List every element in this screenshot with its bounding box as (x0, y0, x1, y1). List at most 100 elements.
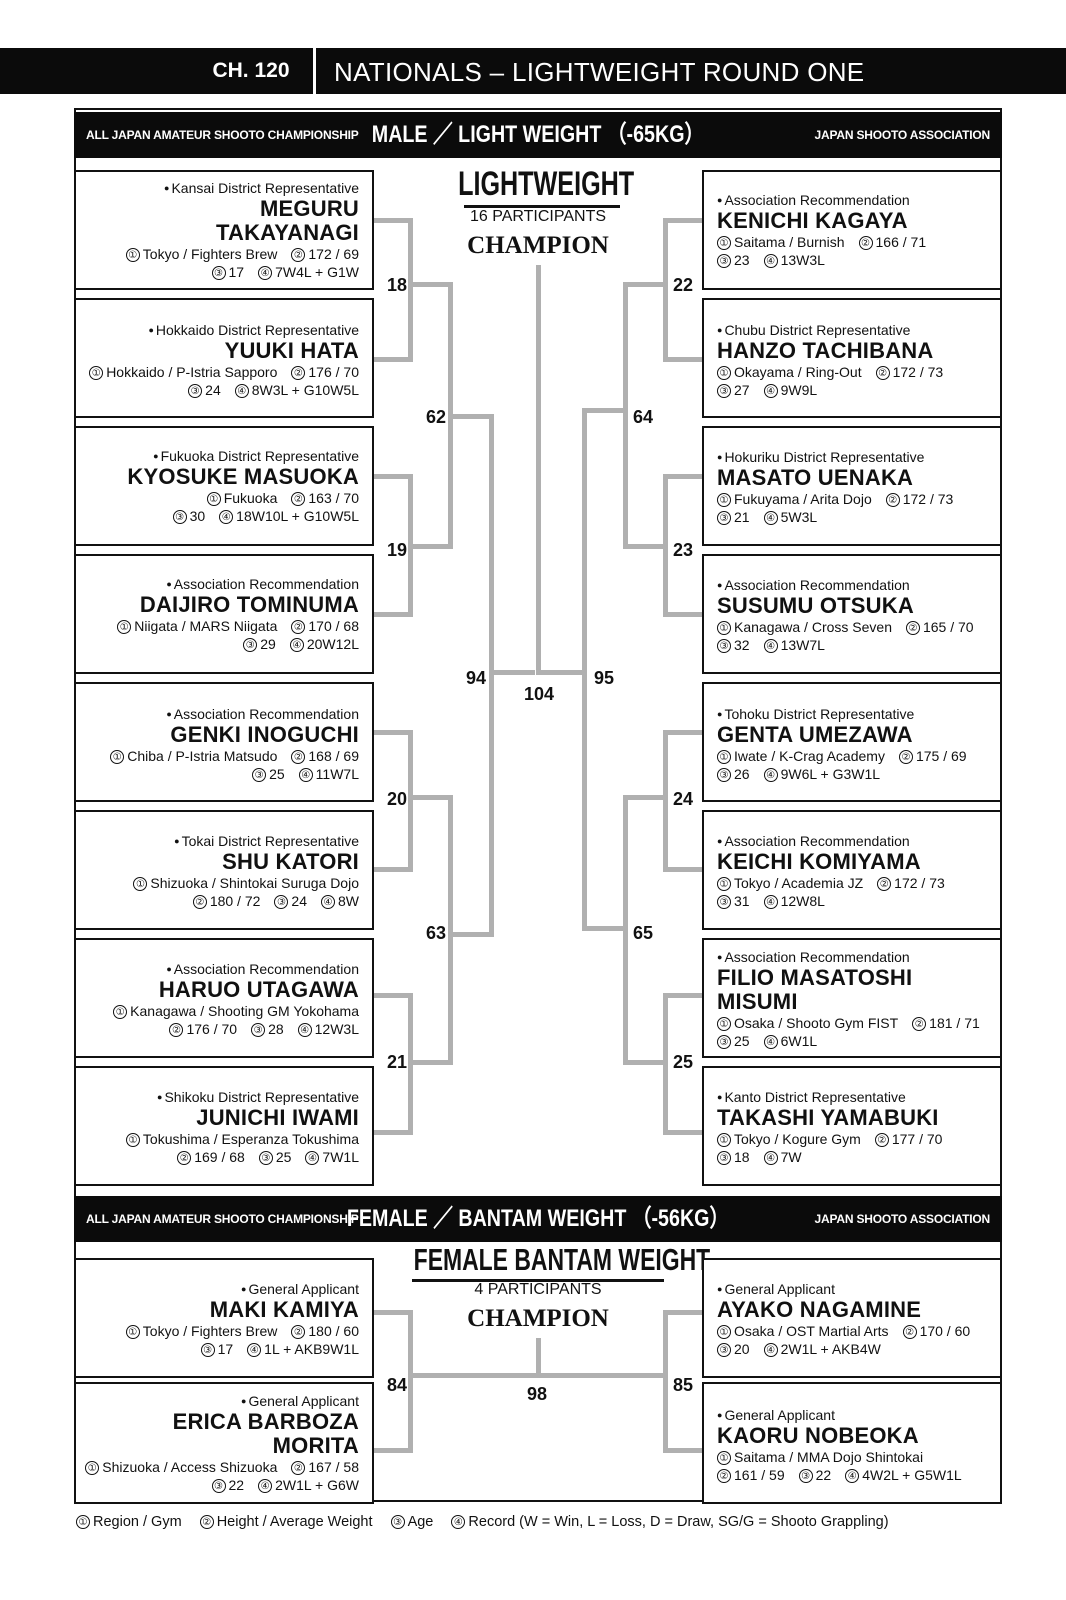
fighter-record: 7W1L (322, 1149, 359, 1165)
marker-3: ③ (251, 1023, 266, 1037)
marker-1: ① (717, 1017, 731, 1031)
marker-1: ① (717, 236, 731, 250)
marker-1: ① (717, 366, 731, 380)
marker-1: ① (110, 750, 125, 764)
fighter-age: 24 (291, 893, 307, 909)
fighter-height-weight: 180 / 60 (308, 1323, 359, 1339)
fighter-height-weight: 163 / 70 (308, 490, 359, 506)
fighter-record: 12W8L (780, 893, 825, 909)
fighter-height-weight: 165 / 70 (922, 619, 974, 635)
fighter-card: Hokkaido District Representative YUUKI H… (74, 298, 374, 418)
fighter-name-line2: TAKAYANAGI (216, 220, 359, 245)
male-participants: 16 PARTICIPANTS (469, 208, 607, 225)
fighter-record: 1L + AKB9W1L (264, 1341, 359, 1357)
marker-3: ③ (717, 511, 731, 525)
fighter-age: 20 (734, 1341, 750, 1357)
fighter-name: SHU KATORI (222, 849, 359, 874)
fighter-rep: Association Recommendation (76, 960, 359, 978)
marker-3: ③ (243, 638, 258, 652)
fighter-gym: Kanagawa / Shooting GM Yokohama (130, 1003, 359, 1019)
marker-4: ④ (305, 1151, 320, 1165)
fighter-card: Shikoku District Representative JUNICHI … (74, 1066, 374, 1186)
marker-4: ④ (763, 1151, 778, 1165)
bracket-line (623, 282, 668, 287)
marker-3: ③ (252, 768, 267, 782)
marker-2: ② (898, 750, 913, 764)
fighter-rep: Chubu District Representative (717, 321, 1000, 339)
marker-2: ② (192, 895, 207, 909)
marker-1: ① (717, 1133, 731, 1147)
fighter-age: 17 (228, 264, 245, 280)
legend-record: Record (W = Win, L = Loss, D = Draw, SG/… (468, 1514, 889, 1530)
marker-2: ② (199, 1515, 214, 1529)
fighter-rep: Hokkaido District Representative (76, 321, 359, 339)
fighter-card: Association Recommendation HARUO UTAGAWA… (74, 938, 374, 1058)
male-bracket-title: LIGHTWEIGHT (458, 165, 635, 203)
female-left-label: ALL JAPAN AMATEUR SHOOTO CHAMPIONSHIP (86, 1212, 359, 1226)
marker-4: ④ (234, 384, 249, 398)
marker-3: ③ (717, 1035, 731, 1049)
bracket-line (408, 1310, 413, 1453)
marker-2: ② (717, 1469, 731, 1483)
fighter-rep: General Applicant (76, 1280, 359, 1298)
bout-number: 22 (672, 275, 694, 295)
marker-4: ④ (321, 895, 335, 909)
fighter-card: Association Recommendation GENKI INOGUCH… (74, 682, 374, 802)
bout-number: 23 (672, 540, 694, 560)
male-title-underline (464, 205, 620, 208)
marker-2: ② (291, 492, 306, 506)
marker-2: ② (177, 1151, 192, 1165)
fighter-name: GENKI INOGUCHI (170, 722, 359, 747)
bracket-line (408, 795, 453, 800)
fighter-age: 32 (734, 637, 750, 653)
fighter-rep: General Applicant (717, 1406, 1000, 1424)
male-left-label: ALL JAPAN AMATEUR SHOOTO CHAMPIONSHIP (86, 128, 359, 142)
fighter-name: KEICHI KOMIYAMA (717, 849, 921, 874)
fighter-name: YUUKI HATA (224, 338, 359, 363)
marker-1: ① (717, 493, 731, 507)
bracket-line (623, 544, 668, 549)
fighter-rep: General Applicant (76, 1392, 359, 1410)
fighter-height-weight: 180 / 72 (209, 893, 261, 909)
fighter-rep: Tohoku District Representative (717, 705, 1000, 723)
fighter-name: GENTA UMEZAWA (717, 722, 913, 747)
bracket-line (663, 993, 702, 998)
marker-4: ④ (763, 511, 778, 525)
fighter-record: 2W1L + AKB4W (780, 1341, 881, 1357)
marker-4: ④ (763, 768, 778, 782)
marker-3: ③ (717, 384, 731, 398)
bracket-line (541, 670, 587, 675)
fighter-card: Association Recommendation KENICHI KAGAY… (702, 170, 1002, 290)
bout-number: 62 (425, 407, 447, 427)
fighter-age: 26 (734, 766, 750, 782)
marker-4: ④ (763, 1035, 778, 1049)
fighter-age: 22 (815, 1467, 832, 1483)
bracket-line (408, 282, 453, 287)
bout-number: 98 (526, 1384, 548, 1404)
fighter-age: 30 (189, 508, 206, 524)
marker-1: ① (133, 877, 148, 891)
marker-1: ① (113, 1005, 128, 1019)
fighter-name: TAKASHI YAMABUKI (717, 1105, 939, 1130)
bout-number: 24 (672, 789, 694, 809)
fighter-gym: Fukuyama / Arita Dojo (734, 491, 872, 507)
fighter-card: Tohoku District Representative GENTA UME… (702, 682, 1002, 802)
fighter-gym: Tokushima / Esperanza Tokushima (142, 1131, 359, 1147)
legend-region-gym: Region / Gym (93, 1514, 182, 1530)
fighter-rep: Association Recommendation (76, 705, 359, 723)
bracket-line (663, 474, 702, 479)
fighter-gym: Tokyo / Kogure Gym (734, 1131, 861, 1147)
fighter-name: HARUO UTAGAWA (158, 977, 359, 1002)
fighter-name: MAKI KAMIYA (209, 1297, 359, 1322)
fighter-rep: Association Recommendation (76, 575, 359, 593)
bracket-line (536, 1338, 541, 1378)
marker-1: ① (206, 492, 221, 506)
fighter-record: 9W9L (780, 382, 818, 398)
fighter-name: MASATO UENAKA (717, 465, 914, 490)
fighter-height-weight: 172 / 69 (308, 246, 359, 262)
fighter-rep: Association Recommendation (717, 191, 1000, 209)
fighter-gym: Niigata / MARS Niigata (134, 618, 278, 634)
bout-number: 20 (386, 789, 408, 809)
bracket-line (663, 1448, 702, 1453)
fighter-rep: Hokuriku District Representative (717, 448, 1000, 466)
